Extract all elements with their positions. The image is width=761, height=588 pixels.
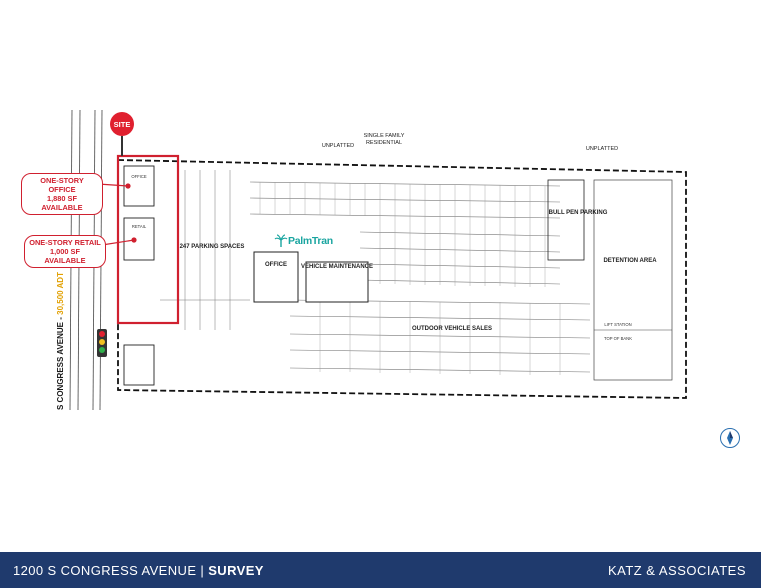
label-detention: DETENTION AREA xyxy=(603,258,657,264)
parking-stall-ticks xyxy=(259,182,561,375)
street-adt: 30,500 ADT xyxy=(56,272,65,315)
parking-rows xyxy=(249,181,591,373)
label-residential: RESIDENTIAL xyxy=(366,140,402,146)
label-top-of-bank: TOP OF BANK xyxy=(604,336,632,341)
site-drive-lines xyxy=(160,170,250,330)
office-callout-area: 1,880 SF AVAILABLE xyxy=(41,194,83,212)
label-vehicle-maintenance: VEHICLE MAINTENANCE xyxy=(301,264,373,270)
site-marker: SITE xyxy=(110,112,134,136)
office-callout: ONE-STORY OFFICE 1,880 SF AVAILABLE xyxy=(21,173,103,215)
property-boundary xyxy=(117,159,687,399)
retail-leader-line xyxy=(101,239,135,246)
label-unplatted-2: UNPLATTED xyxy=(586,146,618,152)
southwest-building xyxy=(123,344,155,386)
label-parking-spaces: 247 PARKING SPACES xyxy=(180,244,245,250)
label-office-bldg: OFFICE xyxy=(131,174,147,179)
label-retail-bldg: RETAIL xyxy=(132,224,147,229)
detention-area xyxy=(593,179,673,381)
palmtran-logo-text: PalmTran xyxy=(288,235,333,247)
office-callout-title: ONE-STORY OFFICE xyxy=(40,176,84,194)
vehicle-maintenance-building xyxy=(305,261,369,303)
palm-tree-icon xyxy=(274,234,288,247)
office-leader-line xyxy=(97,183,129,187)
label-outdoor-sales: OUTDOOR VEHICLE SALES xyxy=(412,326,492,332)
retail-callout-area: 1,000 SF AVAILABLE xyxy=(44,247,86,265)
compass-icon xyxy=(720,428,740,448)
site-pin xyxy=(121,136,123,156)
label-unplatted-1: UNPLATTED xyxy=(322,143,354,149)
label-lift-station: LIFT STATION xyxy=(604,322,631,327)
footer-section: SURVEY xyxy=(208,563,264,578)
palmtran-logo: PalmTran xyxy=(274,231,334,251)
retail-callout: ONE-STORY RETAIL 1,000 SF AVAILABLE xyxy=(24,235,106,268)
office-main-building xyxy=(253,251,299,303)
site-highlight-box xyxy=(116,154,180,325)
bull-pen-area xyxy=(547,179,585,261)
footer-company: KATZ & ASSOCIATES xyxy=(607,563,746,578)
office-leader-dot xyxy=(125,183,131,189)
footer-address: 1200 S CONGRESS AVENUE xyxy=(13,563,197,578)
footer-bar: 1200 S CONGRESS AVENUE | SURVEY KATZ & A… xyxy=(0,552,761,588)
traffic-light-icon xyxy=(97,329,107,357)
site-retail-building xyxy=(123,217,155,261)
label-bull-pen: BULL PEN PARKING xyxy=(549,210,608,216)
retail-callout-title: ONE-STORY RETAIL xyxy=(29,238,101,247)
label-single-family: SINGLE FAMILY xyxy=(364,133,405,139)
street-name: S CONGRESS AVENUE - xyxy=(56,314,65,410)
label-office-main: OFFICE xyxy=(265,262,287,268)
retail-leader-dot xyxy=(131,237,137,243)
footer-separator: | xyxy=(196,563,209,578)
survey-map: UNPLATTED SINGLE FAMILY RESIDENTIAL UNPL… xyxy=(69,109,687,411)
footer-title: 1200 S CONGRESS AVENUE | SURVEY xyxy=(13,563,264,578)
